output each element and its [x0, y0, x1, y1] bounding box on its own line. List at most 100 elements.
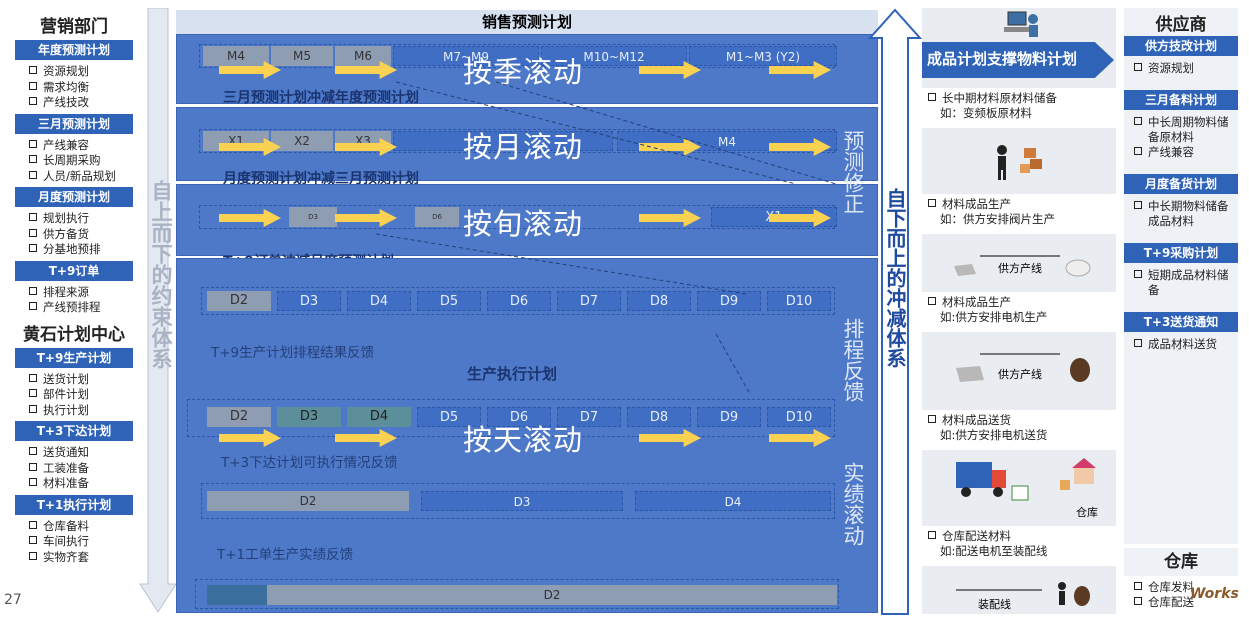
material-box-2: 材料成品生产 如：供方安排阀片生产: [922, 194, 1116, 234]
list-item: 产线技改: [29, 95, 133, 111]
quarterly-note: 三月预测计划冲减年度预测计划: [223, 90, 419, 106]
warehouse-label: 仓库: [1076, 506, 1098, 519]
list-item: 资源规划: [29, 64, 133, 80]
groups1-header-1: 三月预测计划: [15, 113, 133, 134]
side-actual-rolling: 实绩滚动: [841, 462, 865, 546]
main-title: 销售预测计划: [176, 10, 878, 34]
supplier-list-1: 中长周期物料储备原材料产线兼容: [1124, 115, 1238, 160]
groups1-list-1: 产线兼容长周期采购人员/新品规划: [15, 138, 133, 185]
feedback-t9: T+9生产计划排程结果反馈: [211, 345, 375, 361]
list-item: 资源规划: [1134, 61, 1238, 76]
list-item: 产线预排程: [29, 300, 133, 316]
groups1-header-0: 年度预测计划: [15, 40, 133, 60]
groups1-list-0: 资源规划需求均衡产线技改: [15, 64, 133, 111]
cell-m7-m9: M7~M9: [393, 46, 539, 66]
ten-day-rolling-label: 按旬滚动: [463, 207, 584, 241]
feedback-t3: T+3下达计划可执行情况反馈: [221, 455, 398, 471]
supplier-line-icon: [954, 255, 1091, 277]
computer-user-icon: [1004, 11, 1038, 37]
day-cell-row_d2-1: D3: [277, 407, 341, 427]
supplier-line-label-2: 供方产线: [998, 368, 1042, 381]
list-item: 短期成品材料储备: [1134, 268, 1238, 298]
groups2-list-2: 仓库备料车间执行实物齐套: [15, 519, 133, 566]
groups1-header-3: T+9订单: [15, 260, 133, 281]
assembly-line-icon: [956, 582, 1090, 606]
cell-d2-done: [207, 585, 267, 605]
band-quarterly: M4 M5 M6 M7~M9 M10~M12 M1~M3 (Y2) 按季滚动 三…: [176, 34, 878, 106]
supplier-header-4: T+3送货通知: [1124, 312, 1238, 332]
material-box-4: 材料成品送货 如:供方安排电机送货: [922, 410, 1116, 450]
day-cell-row_d2-2: D4: [347, 407, 411, 427]
day-cell-row_d-0: D2: [207, 291, 271, 311]
list-item: 长周期采购: [29, 153, 133, 169]
supplier-list-4: 成品材料送货: [1124, 337, 1238, 352]
day-cell-row_d-5: D7: [557, 291, 621, 311]
supplier-header-2: 月度备货计划: [1124, 174, 1238, 194]
planning-center-title: 黄石计划中心: [23, 324, 125, 345]
list-item: 实物齐套: [29, 550, 133, 566]
material-box-5: 仓库配送材料 如:配送电机至装配线: [922, 526, 1116, 566]
supplier-header-0: 供方技改计划: [1124, 36, 1238, 56]
list-item: 车间执行: [29, 534, 133, 550]
list-item: 送货计划: [29, 372, 133, 388]
groups2-list-1: 送货通知工装准备材料准备: [15, 445, 133, 492]
daily-rolling-label: 按天滚动: [463, 423, 584, 457]
top-down-label: 自上而下的约束体系: [149, 180, 173, 369]
day-cell-row_d-6: D8: [627, 291, 691, 311]
row-d2-frame: [187, 399, 835, 437]
list-item: 中长周期物料储备原材料: [1134, 115, 1238, 145]
feedback-t1: T+1工单生产实绩反馈: [217, 547, 354, 563]
cell-m1-m3: M1~M3 (Y2): [689, 46, 837, 66]
assembly-line-label: 装配线: [978, 598, 1011, 611]
groups1-list-3: 排程来源产线预排程: [15, 285, 133, 316]
supplier-line-label-1: 供方产线: [998, 262, 1042, 275]
groups2-header-2: T+1执行计划: [15, 494, 133, 515]
worker-with-boxes-icon: [997, 145, 1042, 180]
truck-warehouse-icon: [956, 458, 1096, 501]
quarterly-rolling-label: 按季滚动: [463, 55, 584, 89]
exec-plan-title: 生产执行计划: [467, 365, 558, 383]
supplier-list-3: 短期成品材料储备: [1124, 268, 1238, 298]
day-cell-row_d2-0: D2: [207, 407, 271, 427]
list-item: 成品材料送货: [1134, 337, 1238, 352]
bottom-up-label: 自下而上的冲减体系: [883, 188, 907, 368]
monthly-note: 月度预测计划冲减三月预测计划: [223, 171, 419, 187]
cell-d2-t1: D2: [267, 585, 837, 605]
list-item: 部件计划: [29, 387, 133, 403]
motor-line-icon: [956, 353, 1090, 382]
list-item: 排程来源: [29, 285, 133, 301]
day-cell-row_d2-3: D5: [417, 407, 481, 427]
cell-d2-t3: D2: [207, 491, 409, 511]
warehouse-title: 仓库: [1124, 548, 1238, 576]
groups1-list-2: 规划执行供方备货分基地预排: [15, 211, 133, 258]
list-item: 产线兼容: [1134, 145, 1238, 160]
cell-month-gap: [393, 131, 613, 151]
list-item: 执行计划: [29, 403, 133, 419]
day-cell-row_d2-7: D9: [697, 407, 761, 427]
list-item: 人员/新品规划: [29, 169, 133, 185]
left-column: 营销部门 年度预测计划资源规划需求均衡产线技改三月预测计划产线兼容长周期采购人员…: [15, 0, 133, 618]
dashed-connectors: [375, 81, 837, 395]
supplier-groups: 供方技改计划资源规划三月备料计划中长周期物料储备原材料产线兼容月度备货计划中长期…: [1124, 36, 1238, 352]
cell-x2: X2: [271, 131, 333, 151]
day-cell-row_d2-6: D8: [627, 407, 691, 427]
day-cell-row_d-1: D3: [277, 291, 341, 311]
day-cell-row_d2-4: D6: [487, 407, 551, 427]
row-d-frame: [201, 287, 835, 315]
cell-d3-t3: D3: [421, 491, 623, 511]
cell-m10-m12: M10~M12: [541, 46, 687, 66]
list-item: 仓库备料: [29, 519, 133, 535]
material-title: 成品计划支撑物料计划: [927, 50, 1078, 68]
marketing-groups: 年度预测计划资源规划需求均衡产线技改三月预测计划产线兼容长周期采购人员/新品规划…: [15, 40, 133, 316]
list-item: 供方备货: [29, 227, 133, 243]
row-d3-frame: [201, 483, 835, 519]
list-item: 材料准备: [29, 476, 133, 492]
groups2-header-1: T+3下达计划: [15, 421, 133, 441]
day-cell-row_d-4: D6: [487, 291, 551, 311]
supplier-header-1: 三月备料计划: [1124, 90, 1238, 110]
row-d4-frame: [195, 579, 839, 609]
list-item: 送货通知: [29, 445, 133, 461]
day-cell-row_d-8: D10: [767, 291, 831, 311]
